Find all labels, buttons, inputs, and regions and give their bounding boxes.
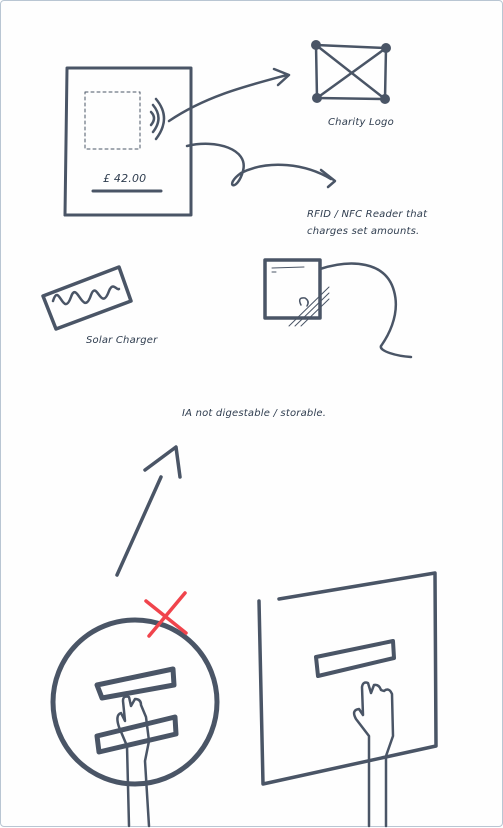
solar-charger-wave bbox=[51, 285, 121, 306]
hand-left bbox=[116, 695, 151, 828]
charity-logo-graphic bbox=[314, 43, 388, 101]
card-bottom bbox=[94, 714, 179, 755]
arrow-to-reader-head bbox=[319, 168, 337, 189]
arrow-to-logo-head bbox=[272, 67, 291, 87]
reader-cable bbox=[318, 262, 413, 359]
rfid-label-line2: charges set amounts. bbox=[307, 226, 420, 237]
panel-frame bbox=[257, 571, 438, 786]
upward-arrow bbox=[115, 475, 163, 577]
display-placeholder bbox=[84, 91, 141, 150]
ia-note-label: IA not digestable / storable. bbox=[182, 408, 327, 419]
upward-arrow-head bbox=[143, 445, 182, 479]
contactless-icon bbox=[149, 97, 166, 141]
hand-right bbox=[352, 681, 395, 828]
reader-box bbox=[263, 258, 322, 320]
panel-card bbox=[314, 639, 396, 678]
device-price-label: £ 42.00 bbox=[103, 172, 147, 185]
charity-logo-label: Charity Logo bbox=[328, 117, 394, 128]
circle-frame bbox=[50, 617, 220, 787]
arrow-to-reader bbox=[185, 142, 333, 187]
donation-device bbox=[63, 66, 193, 217]
card-top bbox=[94, 666, 177, 701]
solar-charger bbox=[41, 265, 133, 331]
rfid-label-line1: RFID / NFC Reader that bbox=[307, 209, 428, 220]
solar-charger-label: Solar Charger bbox=[86, 335, 158, 346]
red-cross bbox=[144, 591, 188, 638]
reader-shadow bbox=[288, 286, 330, 327]
reader-swirl bbox=[298, 297, 309, 307]
arrow-to-logo bbox=[167, 73, 289, 123]
